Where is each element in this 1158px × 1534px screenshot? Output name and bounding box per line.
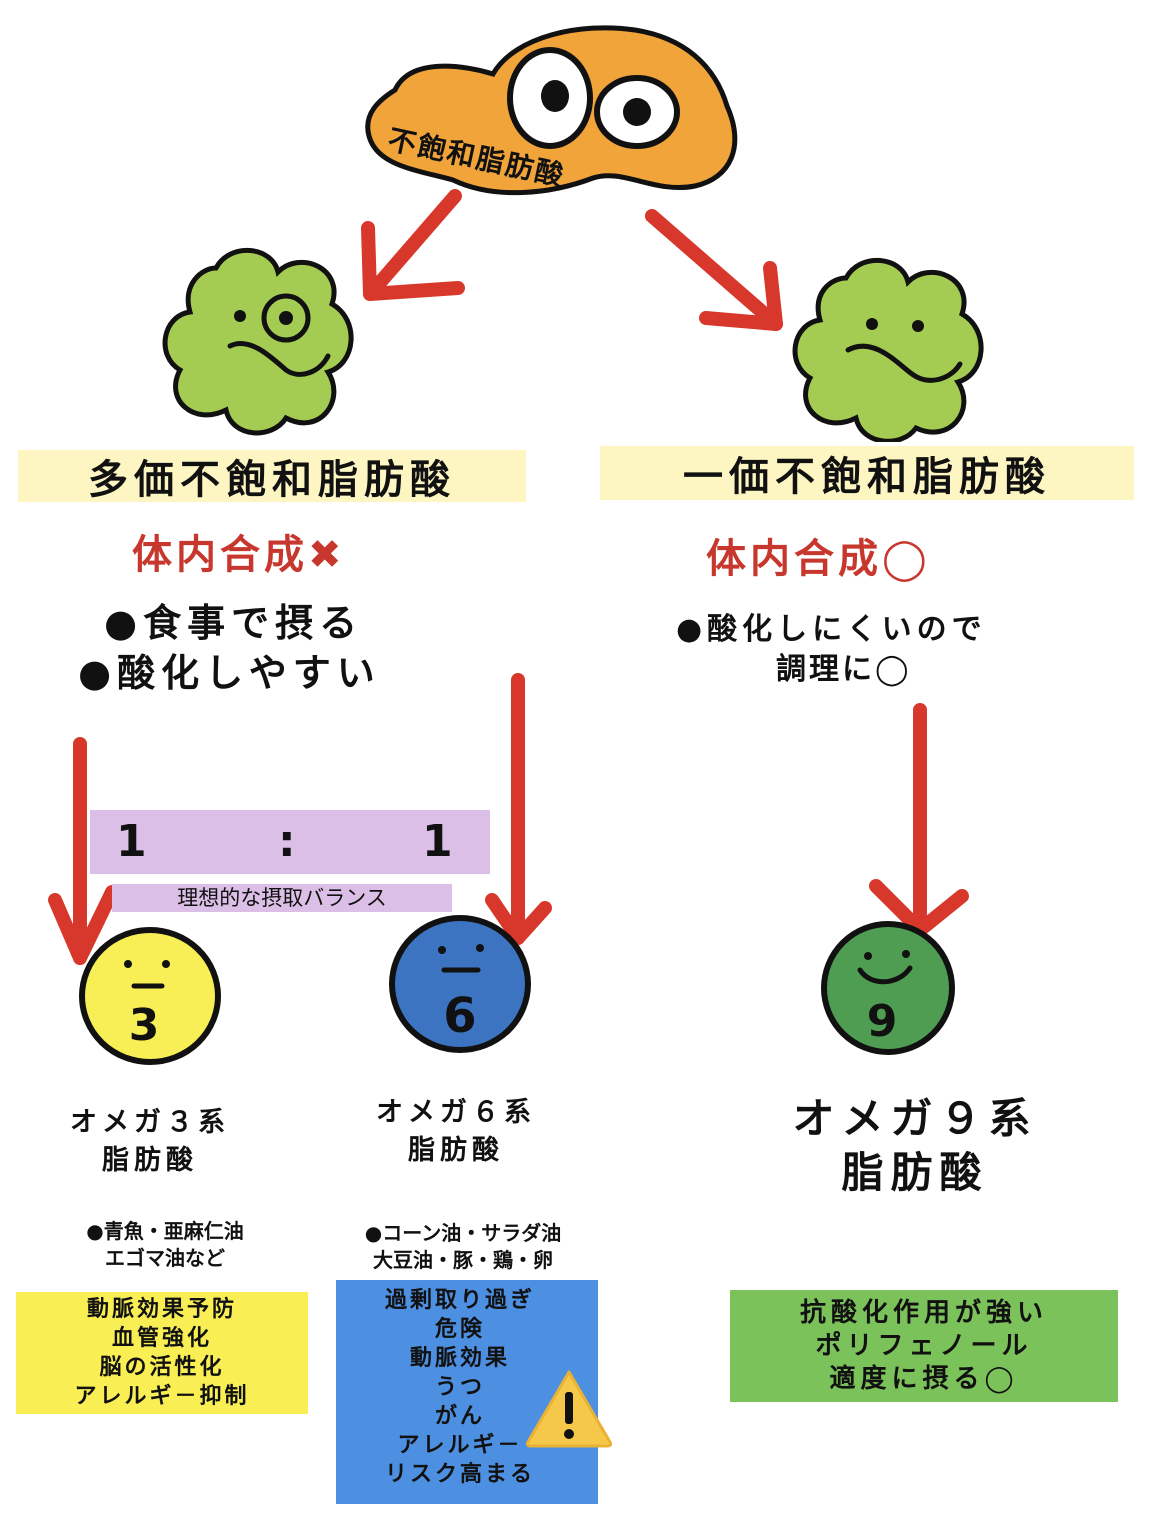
- omega6-effects-box: 過剰取り過ぎ 危険 動脈効果 うつ がん アレルギ－ リスク高まる: [336, 1280, 613, 1504]
- omega3-effects-box: 動脈効果予防 血管強化 脳の活性化 アレルギ－抑制: [16, 1292, 308, 1414]
- omega9-character: 9: [821, 921, 955, 1055]
- omega9-effects-box: 抗酸化作用が強い ポリフェノール 適度に摂る◯: [730, 1290, 1118, 1402]
- omega9-number: 9: [867, 996, 898, 1047]
- monounsaturated-character: [792, 258, 984, 442]
- ratio-sep: :: [278, 816, 296, 867]
- ratio-left: 1: [116, 816, 147, 867]
- polyunsaturated-synthesis: 体内合成✖: [132, 532, 346, 578]
- bullet-oxidize: ●酸化しやすい: [78, 651, 381, 695]
- monounsaturated-header: 一価不飽和脂肪酸: [600, 446, 1134, 500]
- arrow-to-polyunsaturated: [361, 189, 465, 301]
- arrow-to-omega3: [48, 737, 119, 965]
- note-oxidation: ●酸化しにくいので: [676, 612, 987, 647]
- monounsaturated-synthesis: 体内合成◯: [706, 536, 931, 582]
- green-blob: [162, 248, 354, 436]
- omega9-name: オメガ９系 脂肪酸: [792, 1094, 1038, 1197]
- arrow-to-omega6: [485, 673, 552, 945]
- note-cooking: 調理に◯: [776, 652, 912, 687]
- ratio-right: 1: [422, 816, 453, 867]
- omega3-number: 3: [129, 1000, 160, 1051]
- arrow-to-monounsaturated: [645, 209, 783, 331]
- omega6-name: オメガ６系 脂肪酸: [376, 1097, 536, 1166]
- green-blob: [792, 258, 984, 442]
- omega6-number: 6: [443, 988, 476, 1044]
- omega3-name: オメガ３系 脂肪酸: [70, 1107, 230, 1176]
- polyunsaturated-header: 多価不飽和脂肪酸: [18, 450, 526, 503]
- bullet-diet: ●食事で摂る: [104, 601, 364, 645]
- ratio-bar: 1 : 1: [90, 810, 490, 874]
- omega3-foods: ●青魚・亜麻仁油 エゴマ油など: [86, 1219, 244, 1270]
- omega6-foods: ●コーン油・サラダ油 大豆油・豚・鶏・卵: [364, 1221, 562, 1272]
- omega3-character: 3: [79, 927, 221, 1065]
- polyunsaturated-character: [162, 248, 354, 436]
- eye-ring: [261, 293, 311, 343]
- omega6-character: 6: [389, 915, 531, 1053]
- arrow-to-omega9: [869, 703, 969, 937]
- ratio-caption: 理想的な摂取バランス: [112, 884, 452, 912]
- warning-icon: [525, 1370, 613, 1448]
- unsaturated-fat-character: [365, 25, 738, 196]
